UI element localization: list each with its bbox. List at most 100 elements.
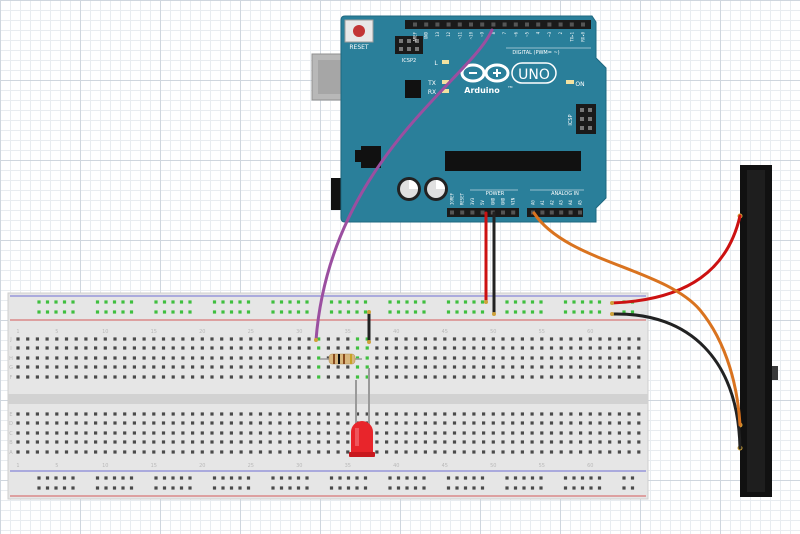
header-pin[interactable]: [568, 210, 573, 215]
header-pin[interactable]: [558, 22, 563, 27]
header-pin[interactable]: [460, 210, 465, 215]
breadboard-hole: [326, 412, 330, 416]
wire-black-slider[interactable]: [610, 312, 742, 450]
breadboard-hole: [220, 440, 224, 444]
wire-red-slider[interactable]: [610, 214, 742, 305]
breadboard-hole: [181, 431, 185, 435]
breadboard-hole: [501, 337, 505, 341]
breadboard-hole: [540, 421, 544, 425]
slide-potentiometer[interactable]: [737, 165, 779, 497]
breadboard-hole: [129, 486, 134, 490]
slider-knob[interactable]: [772, 366, 778, 380]
rx-label: RX: [428, 89, 436, 96]
breadboard-hole: [627, 375, 631, 379]
header-pin[interactable]: [578, 210, 582, 215]
reset-button-cap[interactable]: [353, 25, 365, 37]
breadboard-hole: [123, 365, 127, 369]
header-pin[interactable]: [501, 210, 505, 215]
header-pin[interactable]: [513, 22, 518, 27]
breadboard-hole: [443, 375, 447, 379]
breadboard-hole: [608, 375, 612, 379]
breadboard-hole: [279, 486, 284, 490]
breadboard-hole: [181, 365, 185, 369]
breadboard-hole: [239, 412, 243, 416]
column-number-bottom: 40: [393, 463, 399, 469]
pin-label: A2: [549, 200, 554, 205]
pin-label: 12: [446, 31, 451, 36]
icsp2-pin: [415, 47, 419, 51]
breadboard-hole: [422, 486, 426, 490]
header-pin[interactable]: [491, 22, 496, 27]
header-pin[interactable]: [547, 22, 552, 27]
header-pin[interactable]: [435, 22, 440, 27]
breadboard-hole: [637, 450, 641, 454]
breadboard-hole: [142, 450, 146, 454]
breadboard-hole: [297, 450, 301, 454]
breadboard-hole: [617, 440, 621, 444]
breadboard-hole: [296, 300, 301, 304]
breadboard-hole: [16, 375, 20, 379]
column-number-bottom: 5: [55, 463, 58, 469]
resistor[interactable]: [320, 353, 362, 365]
breadboard-hole: [446, 300, 451, 304]
breadboard-hole: [297, 440, 301, 444]
header-pin[interactable]: [446, 22, 451, 27]
breadboard-hole: [365, 375, 369, 379]
breadboard-hole: [142, 440, 146, 444]
icsp-pin: [588, 126, 592, 130]
resistor-body: [328, 353, 356, 365]
breadboard-hole: [249, 450, 253, 454]
header-pin[interactable]: [536, 22, 541, 27]
red-led[interactable]: [349, 368, 375, 457]
icsp2-pin: [407, 39, 411, 43]
breadboard-hole: [161, 450, 166, 454]
breadboard-hole: [355, 310, 359, 314]
breadboard-hole: [472, 431, 476, 435]
breadboard-hole: [462, 337, 466, 341]
breadboard-hole: [405, 310, 409, 314]
breadboard-hole: [94, 346, 98, 350]
breadboard-hole: [238, 300, 242, 304]
header-pin[interactable]: [457, 22, 462, 27]
breadboard-hole: [249, 421, 253, 425]
header-pin[interactable]: [480, 22, 485, 27]
header-pin[interactable]: [559, 210, 564, 215]
pin-label: GND: [501, 197, 506, 205]
breadboard-hole: [26, 365, 30, 369]
breadboard-hole: [511, 431, 515, 435]
column-number-top: 20: [199, 329, 205, 335]
breadboard-hole: [520, 440, 524, 444]
breadboard-hole: [258, 450, 263, 454]
pin-label: A5: [578, 200, 583, 205]
breadboard-hole: [239, 421, 243, 425]
breadboard-hole: [278, 337, 282, 341]
breadboard-hole: [355, 476, 359, 480]
wire-purple[interactable]: [314, 28, 494, 342]
header-pin[interactable]: [480, 210, 485, 215]
breadboard-hole: [559, 431, 563, 435]
header-pin[interactable]: [502, 22, 507, 27]
breadboard-hole: [239, 375, 243, 379]
breadboard-hole: [297, 365, 301, 369]
header-pin[interactable]: [540, 210, 545, 215]
header-pin[interactable]: [450, 210, 454, 215]
header-pin[interactable]: [569, 22, 574, 27]
header-pin[interactable]: [511, 210, 516, 215]
header-pin[interactable]: [413, 22, 417, 27]
breadboard-hole: [113, 421, 117, 425]
breadboard-hole: [200, 365, 204, 369]
breadboard-hole: [104, 300, 108, 304]
column-number-bottom: 50: [490, 463, 496, 469]
breadboard-hole: [569, 421, 573, 425]
icsp2-pin: [399, 39, 403, 43]
header-pin[interactable]: [470, 210, 475, 215]
header-pin[interactable]: [424, 22, 429, 27]
header-pin[interactable]: [525, 22, 529, 27]
wire-orange-analog[interactable]: [532, 211, 742, 427]
breadboard-hole: [26, 356, 30, 360]
header-pin[interactable]: [581, 22, 585, 27]
breadboard-hole: [549, 356, 554, 360]
header-pin[interactable]: [469, 22, 473, 27]
header-pin[interactable]: [549, 210, 554, 215]
breadboard-hole: [338, 310, 342, 314]
